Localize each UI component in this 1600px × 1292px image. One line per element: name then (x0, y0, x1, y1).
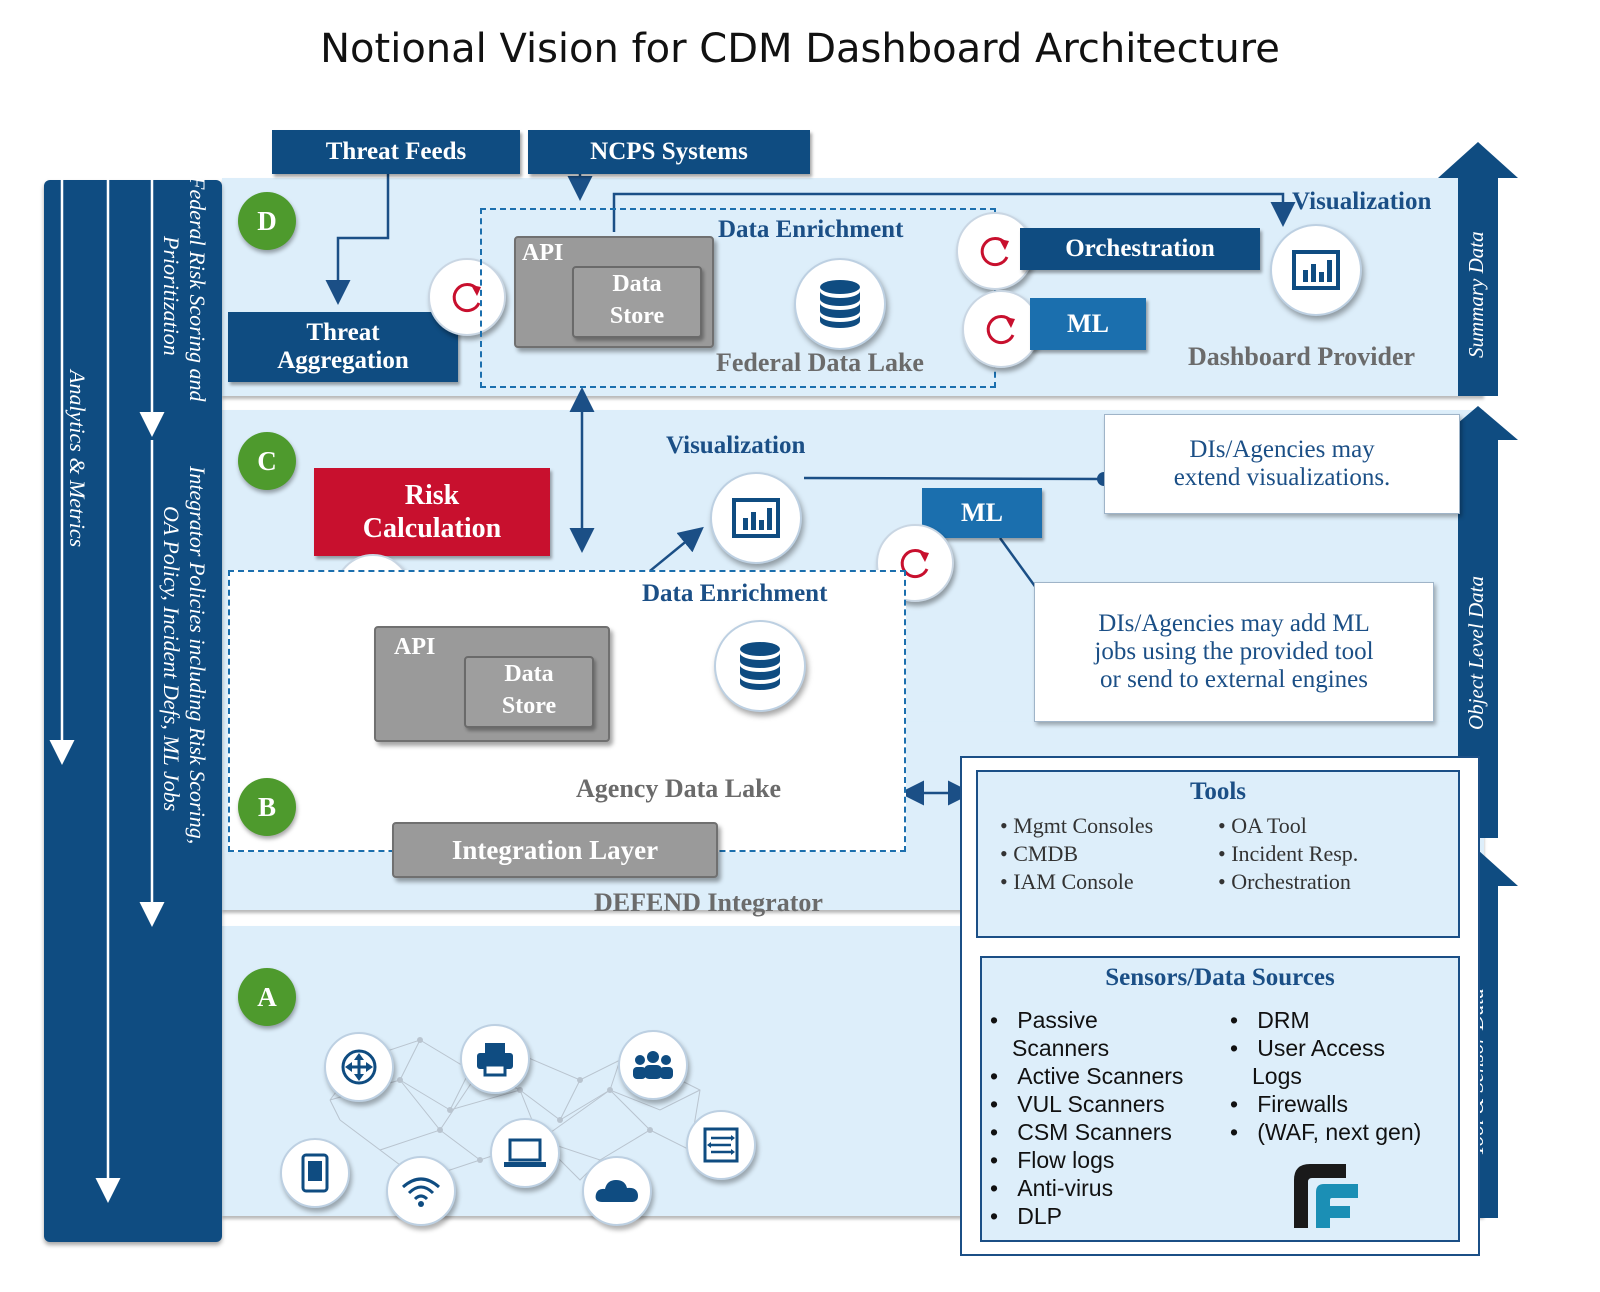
router-icon (324, 1032, 394, 1102)
tools-list-col2: OA Tool Incident Resp. Orchestration (1218, 812, 1358, 896)
printer-icon (460, 1024, 530, 1094)
sensors-list-col1: Passive Scanners Active Scanners VUL Sca… (990, 1006, 1183, 1230)
tablet-icon (280, 1138, 350, 1208)
list-item: VUL Scanners (990, 1090, 1183, 1118)
integration-layer-box: Integration Layer (392, 822, 718, 878)
extend-visualizations-note: DIs/Agencies may extend visualizations. (1104, 414, 1460, 514)
tools-list-col1: Mgmt Consoles CMDB IAM Console (1000, 812, 1153, 896)
wifi-icon (386, 1156, 456, 1226)
threat-aggregation-line2: Aggregation (277, 347, 409, 374)
cloud-icon (582, 1156, 652, 1226)
list-item: Active Scanners (990, 1062, 1183, 1090)
list-item: Orchestration (1218, 868, 1358, 896)
agency-ml-box: ML (922, 488, 1042, 538)
note2-line2: jobs using the provided tool (1094, 638, 1374, 665)
federal-ml-box: ML (1030, 298, 1146, 350)
defend-integrator-label: DEFEND Integrator (594, 888, 823, 917)
list-item: Passive (990, 1006, 1183, 1034)
laptop-icon (490, 1118, 560, 1188)
list-item: Mgmt Consoles (1000, 812, 1153, 840)
federal-data-lake-label: Federal Data Lake (716, 348, 924, 377)
list-item: DRM (1230, 1006, 1421, 1034)
note2-line3: or send to external engines (1100, 666, 1368, 693)
list-item: DLP (990, 1202, 1183, 1230)
switch-icon (686, 1110, 756, 1180)
add-ml-jobs-note: DIs/Agencies may add ML jobs using the p… (1034, 582, 1434, 722)
refresh-icon (428, 258, 506, 336)
federal-data-store-box: Data Store (572, 266, 702, 338)
tools-title: Tools (1189, 778, 1247, 805)
agency-data-lake-label: Agency Data Lake (576, 774, 782, 803)
agency-data-store-line1: Data (504, 661, 554, 687)
agency-visualization-label: Visualization (666, 432, 806, 459)
list-item: (WAF, next gen) (1230, 1118, 1421, 1146)
dashboard-provider-label: Dashboard Provider (1188, 342, 1416, 371)
list-item: Incident Resp. (1218, 840, 1358, 868)
list-item: Flow logs (990, 1146, 1183, 1174)
orchestration-box: Orchestration (1020, 228, 1260, 270)
list-item: Logs (1252, 1063, 1302, 1089)
note1-line2: extend visualizations. (1173, 464, 1391, 491)
note2-line1: DIs/Agencies may add ML (1098, 610, 1370, 637)
sensors-list-col2: DRM User Access Logs Firewalls (WAF, nex… (1230, 1006, 1421, 1146)
cisa-logo-icon (1294, 1164, 1358, 1228)
agency-api-label: API (394, 634, 436, 660)
list-item: CMDB (1000, 840, 1153, 868)
note1-line1: DIs/Agencies may (1189, 436, 1375, 463)
risk-calculation-line2: Calculation (362, 513, 502, 544)
layer-a-badge: A (238, 968, 296, 1026)
federal-data-enrichment-label: Data Enrichment (718, 216, 904, 243)
list-item: IAM Console (1000, 868, 1153, 896)
federal-api-label: API (522, 240, 564, 266)
list-item: Firewalls (1230, 1090, 1421, 1118)
threat-aggregation-line1: Threat (306, 319, 380, 346)
federal-api-box: API Data Store (514, 236, 714, 348)
sensors-title: Sensors/Data Sources (1105, 964, 1335, 991)
chart-icon (1270, 224, 1362, 316)
layer-c-badge: C (238, 432, 296, 490)
risk-calculation-box: Risk Calculation (314, 468, 550, 556)
list-item: User Access (1230, 1034, 1421, 1062)
database-icon (794, 258, 886, 350)
federal-data-store-line1: Data (612, 271, 662, 297)
ncps-systems-box: NCPS Systems (528, 130, 810, 174)
threat-feeds-box: Threat Feeds (272, 130, 520, 174)
list-item: Anti-virus (990, 1174, 1183, 1202)
chart-icon (710, 472, 802, 564)
layer-b-badge: B (238, 778, 296, 836)
threat-aggregation-box: Threat Aggregation (228, 312, 458, 382)
list-item: OA Tool (1218, 812, 1358, 840)
agency-data-store-box: Data Store (464, 656, 594, 728)
left-policy-column (44, 180, 222, 1242)
federal-data-store-line2: Store (609, 303, 665, 329)
list-item: CSM Scanners (990, 1118, 1183, 1146)
agency-api-box: API Data Store (374, 626, 610, 742)
layer-d-badge: D (238, 192, 296, 250)
agency-data-enrichment-label: Data Enrichment (642, 580, 828, 607)
users-icon (618, 1030, 688, 1100)
refresh-icon (962, 290, 1040, 368)
tools-panel: Tools Mgmt Consoles CMDB IAM Console OA … (976, 770, 1460, 938)
risk-calculation-line1: Risk (404, 480, 460, 511)
integration-layer-label: Integration Layer (451, 834, 659, 865)
sensors-panel: Sensors/Data Sources Passive Scanners Ac… (980, 956, 1460, 1242)
agency-data-store-line2: Store (501, 693, 557, 719)
page-title: Notional Vision for CDM Dashboard Archit… (320, 26, 1280, 72)
federal-visualization-label: Visualization (1292, 188, 1432, 215)
database-icon (714, 620, 806, 712)
list-item: Scanners (1012, 1035, 1110, 1061)
